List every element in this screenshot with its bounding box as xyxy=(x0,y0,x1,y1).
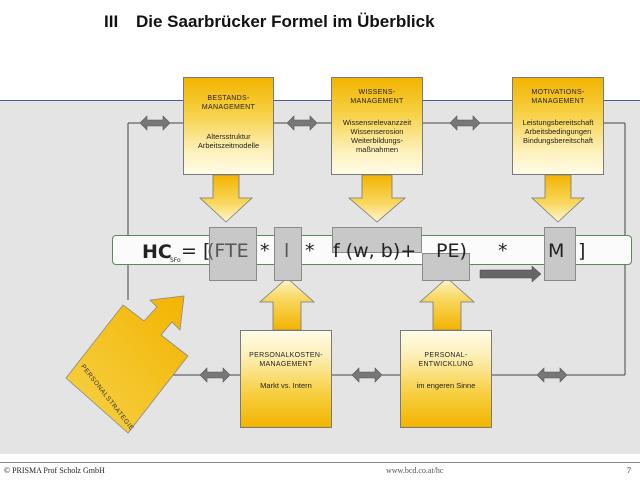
double-arrow-icon xyxy=(536,367,568,383)
up-arrow-icon xyxy=(418,277,476,331)
box-bestandsmanagement: BESTANDS- MANAGEMENT Altersstruktur Arbe… xyxy=(183,77,274,175)
page-title: Die Saarbrücker Formel im Überblick xyxy=(136,12,435,31)
top-loop-line xyxy=(127,122,626,375)
box-body: Markt vs. Intern xyxy=(260,381,312,390)
box-personalentwicklung: PERSONAL- ENTWICKLUNG im engeren Sinne xyxy=(400,330,492,428)
page-number: 7 xyxy=(627,466,631,475)
formula-l: l xyxy=(284,240,290,262)
formula-times: * xyxy=(498,240,508,262)
formula-f-term: f (w, b)+ xyxy=(333,240,417,262)
double-arrow-icon xyxy=(351,367,383,383)
pe-block xyxy=(422,253,470,281)
box-heading: PERSONALKOSTEN- MANAGEMENT xyxy=(249,352,323,368)
box-heading: PERSONAL- ENTWICKLUNG xyxy=(418,352,474,368)
m-block xyxy=(544,227,576,281)
formula-pe: PE) xyxy=(436,240,467,262)
box-body: im engeren Sinne xyxy=(416,381,476,390)
strategy-shape xyxy=(65,295,189,434)
box-body: Wissensrelevanzzeit Wissenserosion Weite… xyxy=(342,118,412,154)
l-block xyxy=(274,227,302,281)
footer-divider xyxy=(0,462,640,463)
double-arrow-icon xyxy=(139,115,171,131)
section-number: III xyxy=(104,12,119,31)
formula-subscript: SFo xyxy=(170,257,181,264)
fte-block xyxy=(209,227,257,281)
up-arrow-icon xyxy=(258,277,316,331)
box-personalkostenmanagement: PERSONALKOSTEN- MANAGEMENT Markt vs. Int… xyxy=(240,330,332,428)
double-arrow-icon xyxy=(199,367,231,383)
formula-times: * xyxy=(305,240,315,262)
box-motivationsmanagement: MOTIVATIONS- MANAGEMENT Leistungsbereits… xyxy=(512,77,604,175)
footer-copyright: © PRISMA Prof Scholz GmbH xyxy=(4,466,105,475)
box-heading: BESTANDS- MANAGEMENT xyxy=(201,95,256,111)
formula-times: * xyxy=(260,240,270,262)
footer-url[interactable]: www.bcd.co.at/hc xyxy=(386,466,444,475)
formula-fte: (FTE xyxy=(207,240,249,262)
down-arrow-icon xyxy=(530,174,586,223)
double-arrow-icon xyxy=(449,115,481,131)
formula-hc: HC xyxy=(142,241,172,263)
wissen-block xyxy=(332,227,422,253)
formula-equals: = [ xyxy=(181,240,211,262)
box-body: Altersstruktur Arbeitszeitmodelle xyxy=(197,132,260,150)
box-body: Leistungsbereitschaft Arbeitsbedingungen… xyxy=(522,118,594,145)
title-divider xyxy=(0,100,640,101)
down-arrow-icon xyxy=(347,174,407,223)
double-arrow-icon xyxy=(286,115,318,131)
down-arrow-icon xyxy=(198,174,254,223)
box-heading: WISSENS- MANAGEMENT xyxy=(350,89,404,105)
formula-close: ] xyxy=(578,240,586,262)
slide-title: III Die Saarbrücker Formel im Überblick xyxy=(0,12,640,34)
box-wissensmanagement: WISSENS- MANAGEMENT Wissensrelevanzzeit … xyxy=(331,77,423,175)
box-heading: MOTIVATIONS- MANAGEMENT xyxy=(531,89,585,105)
formula-m: M xyxy=(548,240,565,262)
progress-arrow-icon xyxy=(479,265,542,283)
